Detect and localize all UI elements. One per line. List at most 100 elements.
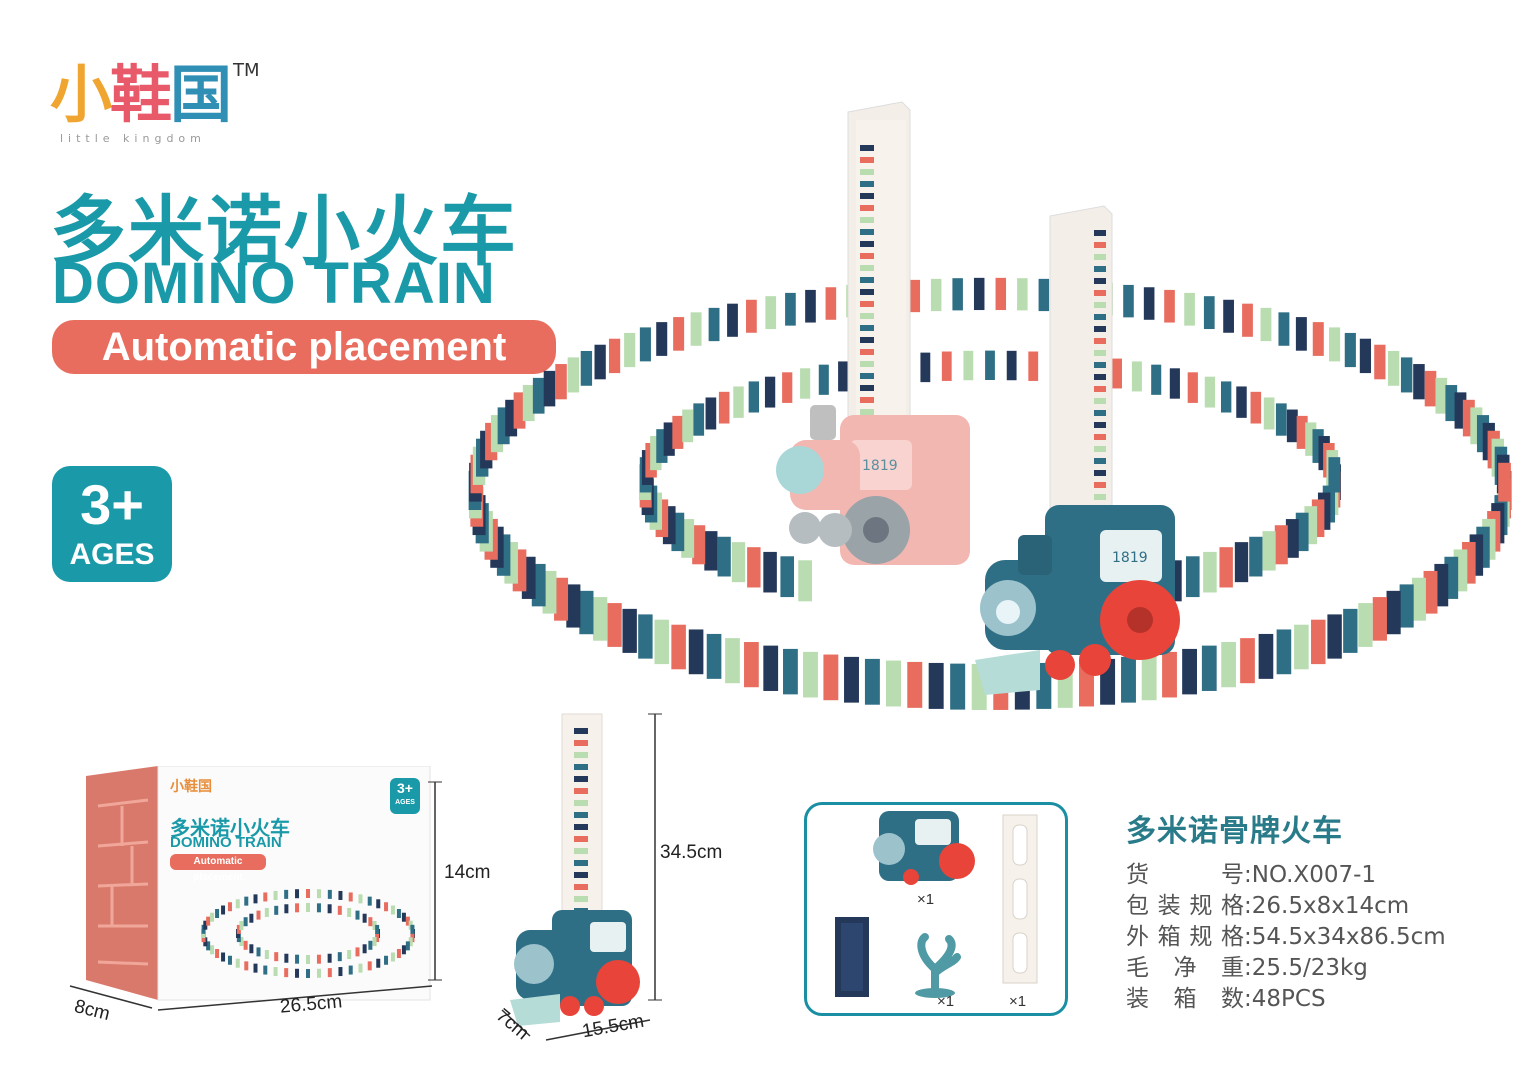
box-dimension-lines bbox=[69, 781, 442, 1011]
box-domino-piece bbox=[215, 949, 220, 958]
title-chinese: 多米诺小火车 bbox=[50, 187, 518, 276]
box-domino-piece bbox=[372, 920, 377, 930]
box-domino-piece bbox=[221, 905, 226, 915]
tower-domino bbox=[1094, 290, 1106, 296]
domino-piece bbox=[1036, 662, 1052, 709]
box-domino-piece bbox=[306, 903, 310, 912]
spec-value: :NO.X007-1 bbox=[1244, 862, 1377, 888]
spec-row: 外箱规格:54.5x34x86.5cm bbox=[1126, 922, 1506, 953]
logo-char-1: 小 bbox=[50, 58, 112, 131]
domino-piece bbox=[706, 633, 722, 679]
domino-piece bbox=[1423, 570, 1438, 614]
box-domino-piece bbox=[338, 890, 343, 900]
domino-piece bbox=[1294, 624, 1309, 670]
domino-piece bbox=[930, 278, 942, 312]
domino-piece bbox=[1462, 399, 1475, 437]
domino-piece bbox=[941, 351, 952, 381]
box-domino-piece bbox=[327, 953, 332, 963]
domino-piece bbox=[532, 377, 545, 414]
domino-piece bbox=[663, 422, 675, 456]
box-domino-piece bbox=[347, 907, 352, 917]
domino-piece bbox=[1240, 638, 1255, 684]
tower-domino bbox=[574, 872, 588, 878]
box-domino-piece bbox=[221, 952, 226, 962]
tower-domino bbox=[860, 397, 874, 403]
domino-piece bbox=[780, 556, 795, 598]
domino-piece bbox=[1305, 422, 1317, 456]
domino-piece bbox=[1185, 556, 1200, 598]
box-domino-piece bbox=[295, 903, 300, 913]
domino-piece bbox=[1498, 462, 1511, 502]
tower-domino bbox=[574, 860, 588, 866]
tower-domino bbox=[1094, 458, 1106, 464]
domino-piece bbox=[638, 614, 653, 659]
domino-piece bbox=[1374, 344, 1386, 380]
age-label: AGES bbox=[69, 538, 155, 571]
box-domino-piece bbox=[368, 940, 373, 950]
domino-piece bbox=[747, 547, 761, 588]
box-domino-piece bbox=[368, 917, 373, 927]
domino-piece bbox=[567, 357, 580, 393]
tower-quantity: ×1 bbox=[1009, 993, 1027, 1010]
tower-domino bbox=[1094, 302, 1106, 308]
domino-piece bbox=[1387, 350, 1400, 386]
box-domino-piece bbox=[295, 889, 300, 899]
box-domino-piece bbox=[306, 955, 310, 964]
domino-piece bbox=[1221, 642, 1236, 688]
spec-title: 多米诺骨牌火车 bbox=[1126, 814, 1343, 849]
tower-domino bbox=[860, 205, 874, 211]
box-domino-piece bbox=[384, 955, 389, 965]
box-domino-piece bbox=[264, 950, 269, 960]
box-domino-piece bbox=[284, 968, 289, 978]
domino-piece bbox=[1358, 603, 1373, 647]
domino-piece bbox=[950, 663, 966, 710]
spec-key: 货号 bbox=[1126, 862, 1244, 888]
domino-piece bbox=[566, 584, 581, 628]
box-domino-piece bbox=[372, 937, 377, 947]
domino-piece bbox=[1123, 284, 1134, 318]
domino-piece bbox=[681, 519, 695, 558]
domino-piece bbox=[1285, 519, 1299, 558]
domino-piece bbox=[624, 332, 636, 368]
domino-tower-front bbox=[1049, 205, 1113, 541]
domino-piece bbox=[1263, 397, 1275, 430]
box-age-label: AGES bbox=[395, 799, 415, 806]
domino-piece bbox=[554, 577, 569, 621]
box-domino-piece bbox=[316, 889, 321, 899]
domino-piece bbox=[909, 279, 921, 313]
box-title-cn: 多米诺小火车 bbox=[170, 816, 290, 840]
box-tagline: Automatic placement bbox=[170, 854, 266, 883]
domino-piece bbox=[1359, 338, 1372, 374]
tower-domino bbox=[1094, 398, 1106, 404]
domino-piece bbox=[1295, 317, 1307, 351]
domino-piece bbox=[1223, 299, 1234, 333]
domino-piece bbox=[656, 429, 668, 463]
box-domino-piece bbox=[227, 955, 232, 965]
spec-row: 货号:NO.X007-1 bbox=[1126, 860, 1506, 891]
domino-piece bbox=[1017, 278, 1028, 311]
box-domino-piece bbox=[249, 913, 254, 923]
tower-domino bbox=[574, 848, 588, 854]
box-domino-piece bbox=[337, 905, 342, 915]
domino-piece bbox=[1286, 409, 1298, 443]
domino-piece bbox=[673, 317, 685, 351]
domino-piece bbox=[963, 350, 974, 381]
tower-domino bbox=[860, 157, 874, 163]
domino-piece bbox=[1112, 358, 1122, 389]
box-domino-piece bbox=[376, 899, 381, 909]
box-domino-piece bbox=[355, 910, 360, 920]
domino-piece bbox=[1413, 364, 1425, 400]
box-domino-piece bbox=[375, 933, 380, 943]
box-domino-piece bbox=[401, 945, 406, 955]
domino-piece bbox=[928, 662, 944, 709]
domino-piece bbox=[985, 350, 995, 380]
domino-piece bbox=[1204, 376, 1216, 408]
domino-piece bbox=[1162, 651, 1177, 698]
domino-piece bbox=[744, 642, 759, 688]
domino-piece bbox=[1275, 403, 1287, 436]
domino-piece bbox=[1141, 654, 1157, 701]
product-height-label: 34.5cm bbox=[660, 842, 723, 863]
domino-piece bbox=[920, 352, 931, 383]
tower-domino bbox=[860, 265, 874, 271]
logo-char-2: 鞋 bbox=[110, 58, 172, 131]
